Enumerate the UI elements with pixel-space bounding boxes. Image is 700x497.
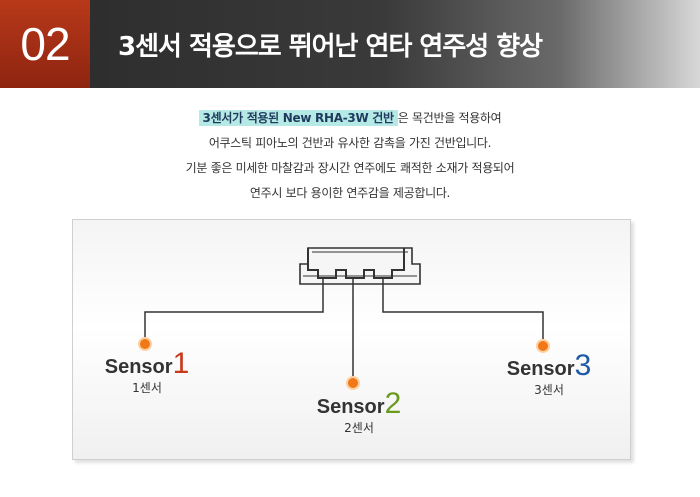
sensor-3-dot — [536, 339, 550, 353]
sensor-connector-lines — [144, 278, 544, 378]
description-line-4: 연주시 보다 용이한 연주감을 제공합니다. — [249, 186, 451, 200]
description-line-3: 기분 좋은 미세한 마찰감과 장시간 연주에도 쾌적한 소재가 적용되어 — [185, 161, 515, 175]
sensor-3-korean: 3센서 — [534, 383, 564, 397]
sensor-2-label: Sensor2 2센서 — [310, 387, 408, 436]
description-highlight: 3센서가 적용된 New RHA-3W 건반 — [198, 110, 398, 126]
sensor-2-word: Sensor — [316, 396, 385, 418]
sensor-1-digit: 1 — [172, 347, 190, 380]
sensor-2-korean: 2센서 — [344, 421, 374, 435]
sensor-1-dot — [138, 337, 152, 351]
sensor-3-digit: 3 — [574, 349, 592, 382]
description-line-2: 어쿠스틱 피아노의 건반과 유사한 감촉을 가진 건반입니다. — [208, 136, 492, 150]
key-mechanism-icon — [299, 247, 421, 285]
sensor-3-word: Sensor — [506, 358, 575, 380]
section-header: 02 3센서 적용으로 뛰어난 연타 연주성 향상 — [0, 0, 700, 88]
section-number: 02 — [0, 0, 90, 88]
sensor-1-korean: 1센서 — [132, 381, 162, 395]
sensor-dots — [138, 337, 550, 390]
sensor-1-label: Sensor1 1센서 — [98, 347, 196, 396]
sensor-2-digit: 2 — [384, 387, 402, 420]
description-line-1-rest: 은 목건반을 적용하여 — [397, 111, 502, 125]
section-title: 3센서 적용으로 뛰어난 연타 연주성 향상 — [118, 32, 543, 62]
sensor-2-dot — [346, 376, 360, 390]
sensor-1-word: Sensor — [104, 356, 173, 378]
sensor-3-label: Sensor3 3센서 — [500, 349, 598, 398]
